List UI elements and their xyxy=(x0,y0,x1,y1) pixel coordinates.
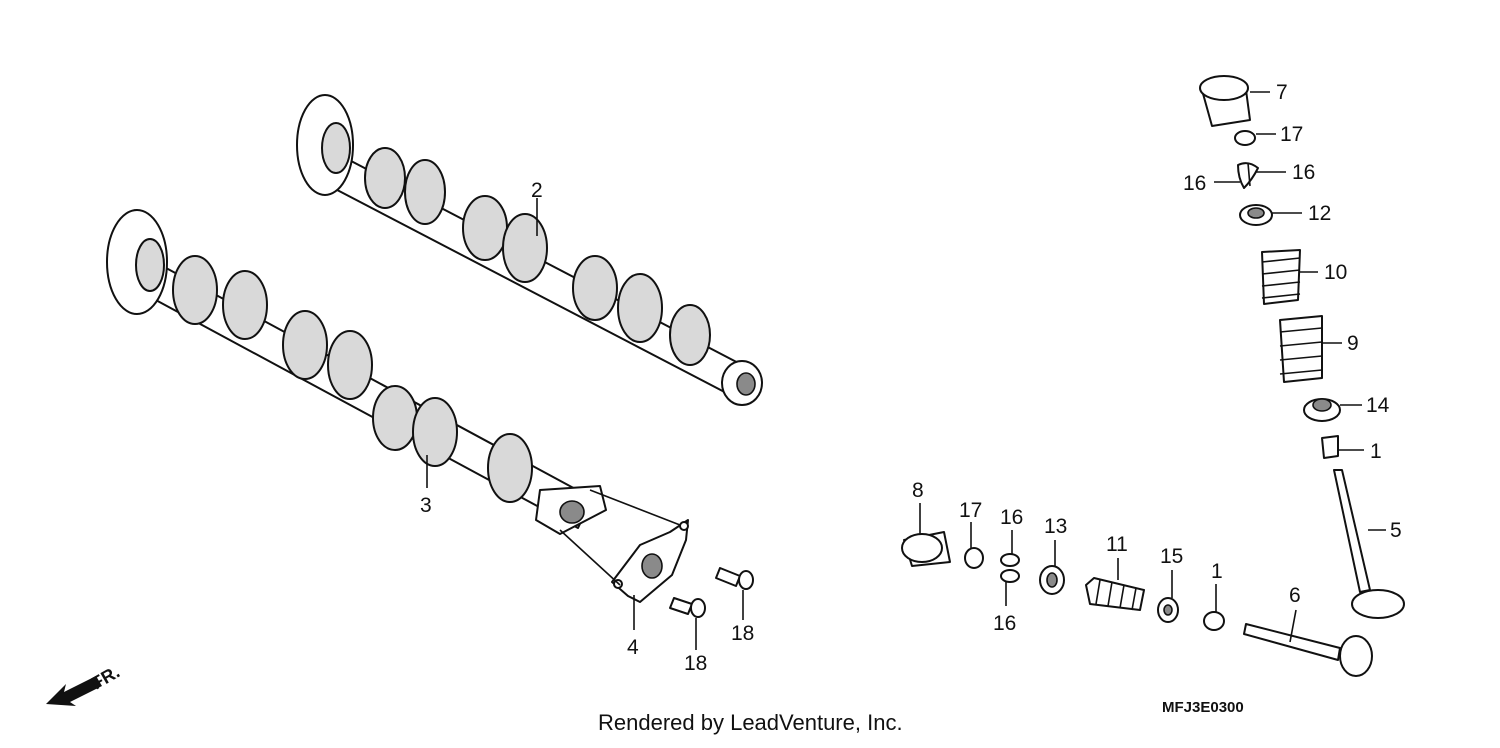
bolt-upper xyxy=(715,567,754,590)
callout-13: 13 xyxy=(1044,515,1067,538)
spring-9 xyxy=(1279,315,1323,383)
callout-7: 7 xyxy=(1276,81,1288,104)
callout-6: 6 xyxy=(1289,584,1301,607)
leader-lines xyxy=(426,91,1386,650)
callout-2: 2 xyxy=(531,179,543,202)
callout-17-top: 17 xyxy=(1280,123,1303,146)
callout-5: 5 xyxy=(1390,519,1402,542)
callout-16-lower: 16 xyxy=(993,612,1016,635)
front-arrow-icon xyxy=(46,676,102,706)
valve-6 xyxy=(1243,623,1373,677)
valve-lifter-8 xyxy=(901,531,951,567)
camshaft-upper xyxy=(296,94,763,406)
callout-1-bottom: 1 xyxy=(1211,560,1223,583)
diagram-code: MFJ3E0300 xyxy=(1162,699,1244,716)
retainer-12 xyxy=(1239,204,1273,226)
spring-seat-14 xyxy=(1303,398,1341,422)
stem-seal-1-top xyxy=(1321,435,1339,459)
callout-15: 15 xyxy=(1160,545,1183,568)
callout-16-upper: 16 xyxy=(1000,506,1023,529)
callout-4: 4 xyxy=(627,636,639,659)
callout-8: 8 xyxy=(912,479,924,502)
credit-text: Rendered by LeadVenture, Inc. xyxy=(598,710,903,735)
callout-18-left: 18 xyxy=(684,652,707,675)
callout-16-right: 16 xyxy=(1292,161,1315,184)
spring-10 xyxy=(1261,249,1301,305)
bolt-lower xyxy=(669,597,706,618)
callout-3: 3 xyxy=(420,494,432,517)
camshaft-holder-plate xyxy=(611,519,689,603)
callout-14: 14 xyxy=(1366,394,1390,417)
camshaft-lower xyxy=(106,209,607,535)
callout-18-right: 18 xyxy=(731,622,754,645)
spring-11 xyxy=(1085,577,1145,611)
front-indicator: FR. xyxy=(46,662,123,706)
callout-1-top: 1 xyxy=(1370,440,1382,463)
callout-10: 10 xyxy=(1324,261,1347,284)
valve-lifter-7 xyxy=(1199,75,1251,127)
callout-16-left: 16 xyxy=(1183,172,1206,195)
callout-17-bottom: 17 xyxy=(959,499,982,522)
cotters-16-top xyxy=(1237,162,1259,189)
shim-17-top xyxy=(1234,130,1256,146)
spring-seat-15 xyxy=(1157,597,1179,623)
callout-9: 9 xyxy=(1347,332,1359,355)
callout-labels: 2 3 4 18 18 7 17 16 16 12 10 9 14 1 5 6 … xyxy=(420,81,1402,675)
shim-17-bottom xyxy=(964,547,984,569)
cotters-16-bottom xyxy=(1000,553,1020,583)
stem-seal-1-bottom xyxy=(1203,611,1225,631)
retainer-13 xyxy=(1039,565,1065,595)
valve-5 xyxy=(1333,469,1405,619)
callout-12: 12 xyxy=(1308,202,1331,225)
callout-11: 11 xyxy=(1106,533,1128,556)
